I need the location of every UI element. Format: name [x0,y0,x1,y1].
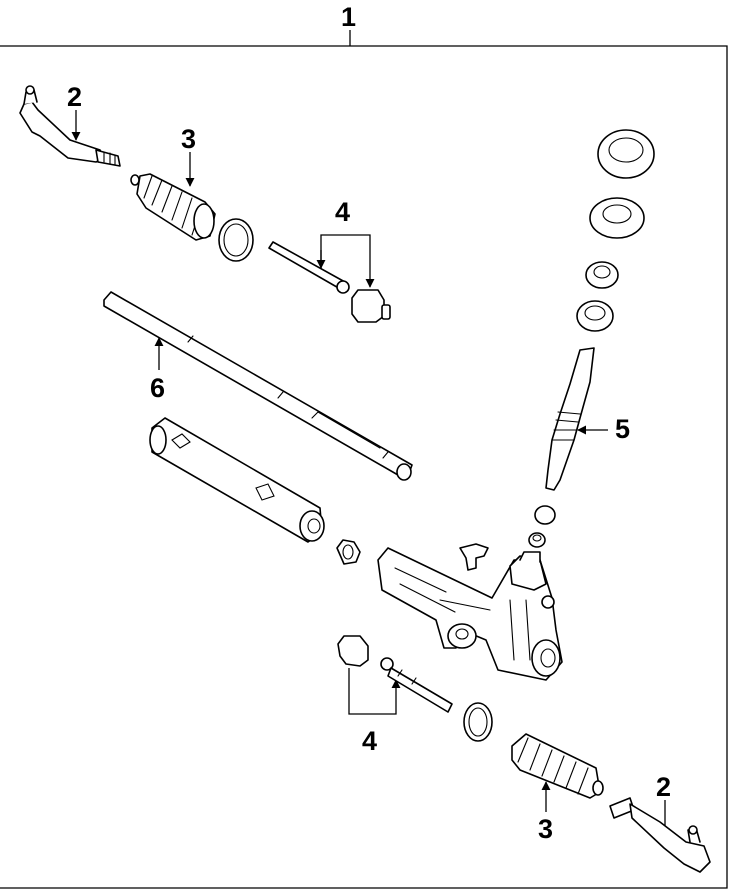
boot-clamp-left [218,218,254,262]
assembly-frame [0,30,728,889]
rack-bushing [336,539,361,565]
callout-3-right: 3 [538,814,553,844]
callout-2-left: 2 [67,82,82,112]
adjuster-plug [459,543,489,571]
inner-socket-upper [351,289,391,323]
pinion-washer [585,261,619,289]
boot-right [511,733,604,799]
pinion-small-seal [528,532,546,548]
inner-socket-lower [337,635,369,667]
pinion-seal-large [597,129,655,179]
pinion-seal-medium [589,197,645,239]
inner-tie-rod-upper [268,241,350,294]
callout-1: 1 [341,2,356,32]
pinion-valve-shaft [545,347,595,491]
rack-bar [103,291,413,481]
callout-3-left: 3 [181,124,196,154]
callout-5: 5 [615,414,630,444]
boot-clamp-right [463,702,493,742]
pinion-oring [576,300,614,332]
rack-housing-tube [149,417,325,543]
leader-lines [71,110,670,837]
callout-2-right: 2 [656,772,671,802]
steering-gear-housing [377,547,563,681]
callout-4-lower: 4 [362,726,377,756]
tie-rod-end-left [19,85,121,167]
boot-left [130,173,216,241]
tie-rod-end-right [609,797,711,873]
callout-4-upper: 4 [335,197,350,227]
inner-tie-rod-lower [380,657,453,713]
pinion-dust-cap [534,505,556,525]
callout-6: 6 [150,373,165,403]
